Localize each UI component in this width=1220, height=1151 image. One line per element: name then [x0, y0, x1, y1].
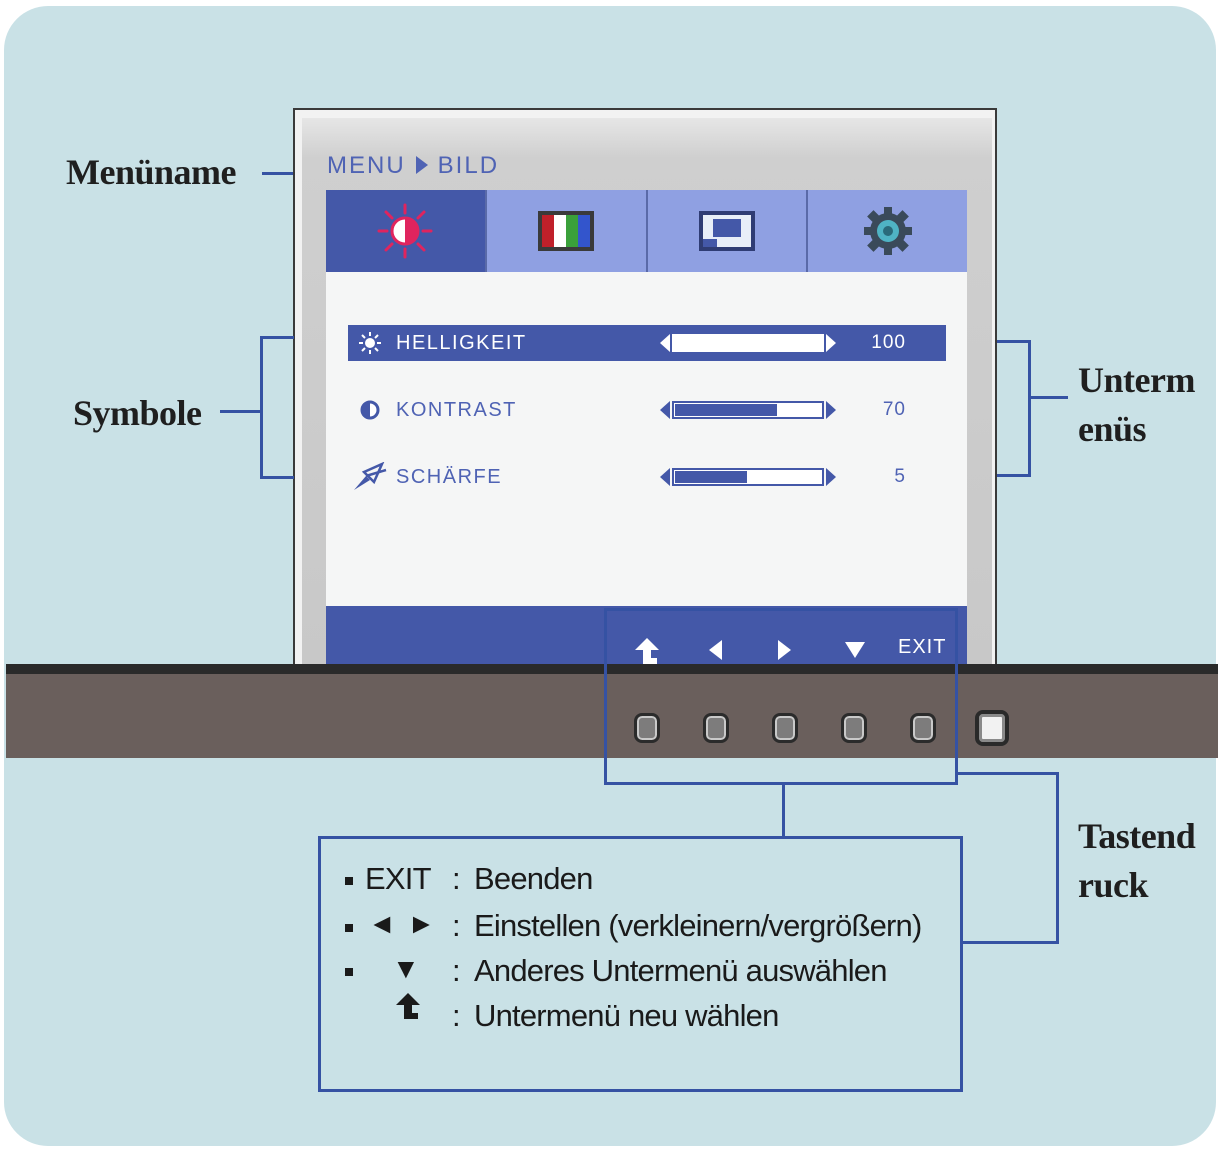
- osd-submenu-area: [326, 272, 967, 606]
- value-slider[interactable]: [672, 401, 824, 419]
- settings-gear-icon: [863, 207, 912, 255]
- increase-arrow-icon[interactable]: [826, 468, 836, 486]
- callout-line-menu-name: [262, 172, 293, 175]
- tab-position[interactable]: [647, 190, 809, 272]
- callout-buttons-line1: Tastend: [1078, 816, 1196, 856]
- legend-bullet: [345, 968, 353, 976]
- submenu-label: SCHÄRFE: [396, 465, 503, 488]
- callout-line-legend: [782, 785, 785, 836]
- submenu-label: KONTRAST: [396, 398, 517, 421]
- decrease-arrow-icon[interactable]: [660, 401, 670, 419]
- exit-label[interactable]: EXIT: [898, 636, 947, 658]
- tab-brightness[interactable]: [326, 190, 487, 272]
- legend-desc-reselect: Untermenü neu wählen: [474, 998, 779, 1033]
- callout-buttons-line2: ruck: [1078, 865, 1149, 905]
- callout-bracket-symbols-bottom: [260, 476, 294, 479]
- increase-arrow-icon[interactable]: [826, 334, 836, 352]
- callout-submenus: Unterm enüs: [1078, 356, 1195, 454]
- brightness-icon: [377, 203, 433, 259]
- submenu-row-sharpness[interactable]: SCHÄRFE 5: [348, 459, 946, 495]
- hw-button-menu[interactable]: [634, 713, 660, 743]
- submenu-row-contrast[interactable]: KONTRAST 70: [348, 392, 946, 428]
- hw-button-right[interactable]: [772, 713, 798, 743]
- monitor-bezel-edge: [6, 664, 1218, 674]
- callout-menu-name: Menüname: [66, 152, 237, 192]
- callout-symbols: Symbole: [73, 393, 202, 433]
- submenu-label: HELLIGKEIT: [396, 331, 527, 354]
- button-legend-box: [318, 836, 963, 1092]
- callout-line-buttons-h2: [963, 941, 1059, 944]
- value-slider[interactable]: [672, 334, 824, 352]
- picture-position-icon: [698, 211, 755, 251]
- callout-line-buttons-h1: [958, 772, 1058, 775]
- return-up-icon: [396, 993, 420, 1019]
- callout-line-submenus: [1028, 396, 1068, 399]
- tab-color[interactable]: [486, 190, 648, 272]
- slider-fill: [675, 337, 821, 349]
- submenu-value: 70: [882, 399, 906, 420]
- callout-line-buttons-v: [1056, 772, 1059, 944]
- callout-bracket-symbols: [260, 336, 263, 479]
- color-bars-icon: [538, 211, 595, 251]
- arrow-right-icon[interactable]: [776, 638, 794, 662]
- callout-bracket-submenus: [1028, 340, 1031, 477]
- button-group-frame: [604, 608, 958, 785]
- callout-line-symbols: [220, 410, 262, 413]
- callout-bracket-submenus-bottom: [997, 474, 1030, 477]
- callout-buttons: Tastend ruck: [1078, 812, 1196, 910]
- breadcrumb-arrow-icon: [415, 156, 428, 174]
- slider-fill: [675, 404, 777, 416]
- contrast-icon: [352, 399, 388, 421]
- breadcrumb-root: MENU: [327, 152, 406, 179]
- increase-arrow-icon[interactable]: [826, 401, 836, 419]
- callout-submenus-line1: Unterm: [1078, 360, 1195, 400]
- callout-submenus-line2: enüs: [1078, 409, 1147, 449]
- breadcrumb-current: BILD: [437, 152, 500, 179]
- power-button[interactable]: [975, 710, 1009, 746]
- sharpness-icon: [352, 462, 388, 492]
- decrease-arrow-icon[interactable]: [660, 468, 670, 486]
- hw-button-exit[interactable]: [910, 713, 936, 743]
- arrow-down-icon[interactable]: [843, 640, 867, 660]
- submenu-row-brightness[interactable]: HELLIGKEIT 100: [348, 325, 946, 361]
- legend-separator: :: [452, 908, 461, 943]
- legend-desc-other-submenu: Anderes Untermenü auswählen: [474, 953, 887, 988]
- legend-key-arrows: ◄ ►: [368, 908, 438, 939]
- legend-separator: :: [452, 861, 461, 896]
- legend-separator: :: [452, 998, 461, 1033]
- legend-desc-adjust: Einstellen (verkleinern/vergrößern): [474, 908, 922, 943]
- osd-menu-tabs: [326, 190, 967, 272]
- callout-bracket-submenus-top: [997, 340, 1030, 343]
- callout-bracket-symbols-top: [260, 336, 294, 339]
- sun-icon: [352, 331, 388, 355]
- tab-settings[interactable]: [808, 190, 967, 272]
- submenu-value: 5: [894, 466, 906, 487]
- return-up-icon[interactable]: [633, 636, 661, 666]
- monitor-bezel: [6, 674, 1218, 758]
- legend-bullet: [345, 924, 353, 932]
- submenu-value: 100: [871, 332, 906, 353]
- legend-key-exit: EXIT: [365, 861, 431, 896]
- hw-button-left[interactable]: [703, 713, 729, 743]
- legend-bullet: [345, 877, 353, 885]
- legend-key-down: ▼: [392, 953, 420, 984]
- slider-fill: [675, 471, 747, 483]
- decrease-arrow-icon[interactable]: [660, 334, 670, 352]
- hw-button-down[interactable]: [841, 713, 867, 743]
- arrow-left-icon[interactable]: [706, 638, 724, 662]
- legend-desc-exit: Beenden: [474, 861, 593, 896]
- osd-breadcrumb: MENU BILD: [327, 152, 499, 180]
- value-slider[interactable]: [672, 468, 824, 486]
- legend-separator: :: [452, 953, 461, 988]
